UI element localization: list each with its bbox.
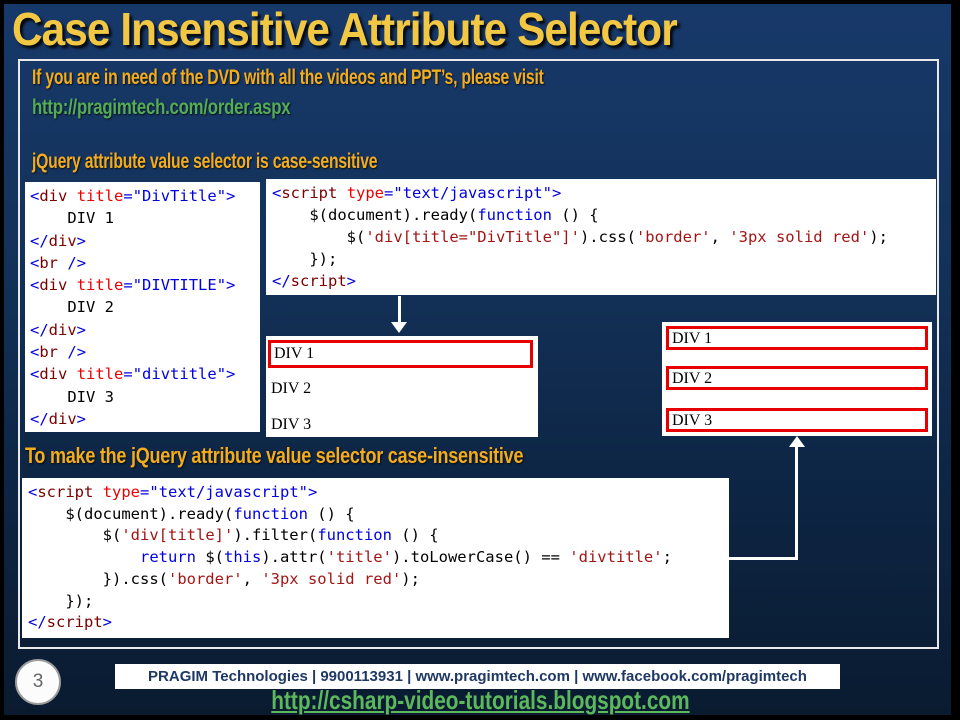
case-sensitive-heading: jQuery attribute value selector is case-… [32, 150, 378, 173]
blog-link[interactable]: http://csharp-video-tutorials.blogspot.c… [270, 685, 690, 715]
result-item: DIV 2 [666, 366, 928, 390]
script-case-insensitive-block: <script type="text/javascript"> $(docume… [22, 478, 729, 638]
footer-info-bar: PRAGIM Technologies | 9900113931 | www.p… [115, 664, 840, 689]
html-code-block: <div title="DivTitle"> DIV 1</div><br />… [25, 182, 260, 432]
result-item: DIV 1 [666, 326, 928, 350]
connector-horizontal-line [728, 557, 798, 560]
page-title: Case Insensitive Attribute Selector [12, 2, 735, 56]
slide-number-badge: 3 [15, 659, 61, 705]
content-frame [18, 59, 939, 649]
result-box-case-insensitive: DIV 1 DIV 2 DIV 3 [662, 322, 932, 436]
result-item: DIV 3 [666, 408, 928, 432]
dvd-offer-text: If you are in need of the DVD with all t… [32, 66, 544, 89]
result-item: DIV 3 [271, 416, 312, 433]
blog-link-row: http://csharp-video-tutorials.blogspot.c… [0, 685, 960, 716]
arrow-up-icon [789, 436, 805, 447]
result-box-case-sensitive: DIV 1 DIV 2 DIV 3 [266, 336, 538, 437]
arrow-down-line [398, 296, 401, 323]
connector-vertical-line [795, 446, 798, 560]
script-case-sensitive-block: <script type="text/javascript"> $(docume… [266, 179, 936, 295]
result-item: DIV 1 [268, 340, 533, 368]
order-link[interactable]: http://pragimtech.com/order.aspx [32, 96, 291, 119]
page-title-text: Case Insensitive Attribute Selector [12, 3, 678, 55]
result-item: DIV 2 [271, 380, 312, 397]
arrow-down-icon [391, 322, 407, 333]
case-insensitive-heading: To make the jQuery attribute value selec… [25, 443, 524, 468]
